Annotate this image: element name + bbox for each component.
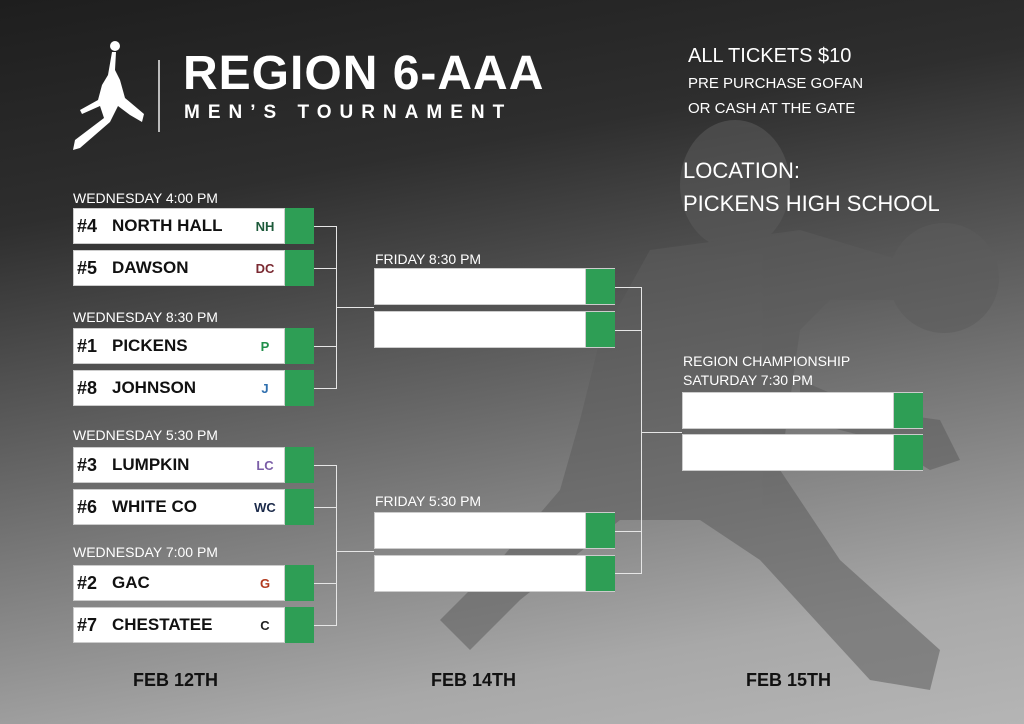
team-name: CHESTATEE: [112, 615, 213, 634]
score-box: [284, 370, 314, 406]
team-name: PICKENS: [112, 336, 188, 355]
bracket-line: [615, 531, 641, 532]
team-name: JOHNSON: [112, 378, 197, 397]
team-row: #8 JOHNSON J: [73, 370, 314, 406]
team-seed: #6: [77, 496, 98, 517]
date-round2: FEB 14TH: [431, 670, 517, 690]
bracket-slot: [682, 392, 923, 429]
team-logo-icon: C: [260, 617, 270, 633]
team-logo-icon: LC: [256, 457, 274, 473]
location-label: LOCATION:: [683, 158, 800, 183]
team-seed: #2: [77, 572, 98, 593]
bracket-line: [336, 465, 337, 626]
team-seed: #8: [77, 377, 98, 398]
team-seed: #7: [77, 614, 98, 635]
bracket-slot: [374, 555, 615, 592]
bracket-line: [615, 287, 641, 288]
score-box: [284, 250, 314, 286]
page-title: REGION 6-AAA: [183, 47, 545, 100]
score-box: [585, 556, 615, 591]
team-logo-icon: P: [260, 338, 270, 354]
bracket-line: [314, 388, 336, 389]
team-seed: #5: [77, 257, 98, 278]
team-name: DAWSON: [112, 258, 189, 277]
bracket-line: [336, 551, 374, 552]
team-row: #6 WHITE CO WC: [73, 489, 314, 525]
team-row: #2 GAC G: [73, 565, 314, 601]
ticket-info-line: PRE PURCHASE GOFAN: [688, 75, 864, 92]
bracket-line: [314, 583, 336, 584]
bracket-line: [314, 346, 336, 347]
team-logo-icon: G: [259, 575, 271, 591]
bracket-line: [314, 625, 336, 626]
score-box: [893, 435, 923, 470]
championship-time: SATURDAY 7:30 PM: [683, 372, 813, 388]
score-box: [585, 269, 615, 304]
game-time: WEDNESDAY 8:30 PM: [73, 309, 218, 325]
tickets-price: ALL TICKETS $10: [688, 45, 852, 67]
championship-title: REGION CHAMPIONSHIP: [683, 353, 851, 369]
header-divider: [158, 60, 160, 132]
bracket-line: [336, 307, 374, 308]
game-time: WEDNESDAY 4:00 PM: [73, 190, 218, 206]
bracket-slot: [374, 311, 615, 348]
date-final: FEB 15TH: [746, 670, 832, 690]
page-subtitle: MEN’S TOURNAMENT: [184, 102, 513, 123]
bracket-slot: [374, 268, 615, 305]
score-box: [585, 513, 615, 548]
team-row: #1 PICKENS P: [73, 328, 314, 364]
ticket-info-line: OR CASH AT THE GATE: [688, 100, 856, 117]
score-box: [585, 312, 615, 347]
bracket-slot: [374, 512, 615, 549]
team-logo-icon: J: [261, 380, 269, 396]
bracket-line: [641, 432, 682, 433]
game-time: FRIDAY 8:30 PM: [375, 251, 482, 267]
team-name: NORTH HALL: [112, 216, 223, 235]
bracket-line: [314, 465, 336, 466]
score-box: [284, 565, 314, 601]
bracket-line: [615, 573, 641, 574]
team-row: #5 DAWSON DC: [73, 250, 314, 286]
team-logo-icon: DC: [255, 260, 275, 276]
score-box: [284, 607, 314, 643]
team-row: #7 CHESTATEE C: [73, 607, 314, 643]
team-row: #3 LUMPKIN LC: [73, 447, 314, 483]
location-value: PICKENS HIGH SCHOOL: [683, 191, 940, 216]
game-time: FRIDAY 5:30 PM: [375, 493, 482, 509]
score-box: [284, 489, 314, 525]
bracket-line: [641, 287, 642, 574]
team-name: WHITE CO: [112, 497, 197, 516]
bracket-slot: [682, 434, 923, 471]
team-seed: #1: [77, 335, 98, 356]
date-round1: FEB 12TH: [133, 670, 219, 690]
team-name: LUMPKIN: [112, 455, 190, 474]
team-row: #4 NORTH HALL NH: [73, 208, 314, 244]
score-box: [284, 328, 314, 364]
team-logo-icon: NH: [255, 218, 275, 234]
bracket-line: [314, 268, 336, 269]
jumpman-logo-icon: [73, 41, 144, 150]
score-box: [893, 393, 923, 428]
game-time: WEDNESDAY 7:00 PM: [73, 544, 218, 560]
bracket-line: [615, 330, 641, 331]
bracket-line: [314, 507, 336, 508]
score-box: [284, 208, 314, 244]
team-seed: #4: [77, 215, 98, 236]
team-logo-icon: WC: [254, 499, 276, 515]
team-name: GAC: [112, 573, 150, 592]
score-box: [284, 447, 314, 483]
team-seed: #3: [77, 454, 98, 475]
game-time: WEDNESDAY 5:30 PM: [73, 427, 218, 443]
bracket-line: [314, 226, 336, 227]
